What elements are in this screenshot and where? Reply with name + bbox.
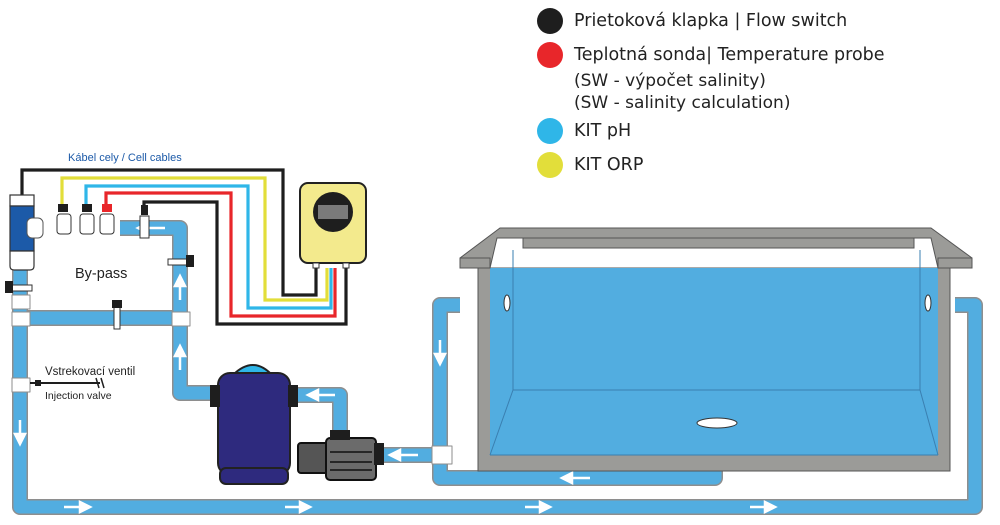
bypass-valve-left <box>5 281 33 293</box>
legend-item-kit-orp: KIT ORP <box>537 150 885 180</box>
cell-cables <box>20 168 348 326</box>
arrow-icon <box>172 273 188 300</box>
legend-label: KIT ORP <box>574 155 644 175</box>
arrow-icon <box>305 387 335 403</box>
legend-item-kit-ph: KIT pH <box>537 116 885 146</box>
arrow-icon <box>387 447 418 463</box>
arrow-icon <box>12 420 28 447</box>
return-inlet-right <box>924 294 932 312</box>
bypass-valve-right <box>167 255 194 267</box>
swimming-pool <box>459 227 973 472</box>
cell-cables-label: Kábel cely / Cell cables <box>68 152 182 164</box>
legend-sublabel: (SW - výpočet salinity) <box>574 71 766 91</box>
main-drain <box>696 417 738 429</box>
legend-label: Teplotná sonda| Temperature probe <box>574 45 885 65</box>
cable-black-flow <box>142 200 348 326</box>
arrow-icon <box>750 499 778 515</box>
injection-valve-label-en: Injection valve <box>45 390 112 402</box>
legend-sublabel: (SW - salinity calculation) <box>574 93 791 113</box>
suction-pipe <box>433 298 722 485</box>
cable-blue <box>84 184 333 310</box>
arrow-icon <box>432 340 448 367</box>
arrow-icon <box>64 499 93 515</box>
sand-filter <box>210 364 298 485</box>
blue-dot-icon <box>537 118 563 144</box>
legend: Prietoková klapka | Flow switch Teplotná… <box>537 6 885 180</box>
black-dot-icon <box>537 8 563 34</box>
salt-cell <box>9 194 44 271</box>
pump <box>297 430 384 481</box>
legend-item-temperature-probe: Teplotná sonda| Temperature probe <box>537 40 885 70</box>
bypass-label: By-pass <box>75 266 128 282</box>
sensor-fittings <box>56 204 150 239</box>
cable-black-cell <box>20 168 318 297</box>
legend-item-flow-switch: Prietoková klapka | Flow switch <box>537 6 885 36</box>
arrow-icon <box>525 499 553 515</box>
injection-valve <box>30 377 105 389</box>
red-dot-icon <box>537 42 563 68</box>
arrow-icon <box>172 343 188 370</box>
legend-label: Prietoková klapka | Flow switch <box>574 11 848 31</box>
controller-unit <box>299 182 367 269</box>
bypass-valve-middle <box>112 300 122 330</box>
skimmer-left <box>503 294 511 312</box>
cable-yellow <box>60 176 329 302</box>
ph-sensor <box>79 204 95 235</box>
flow-switch-sensor <box>139 205 150 239</box>
legend-label: KIT pH <box>574 121 632 141</box>
arrow-icon <box>559 470 590 486</box>
temperature-sensor <box>99 204 115 235</box>
arrow-icon <box>285 499 313 515</box>
yellow-dot-icon <box>537 152 563 178</box>
valves <box>5 255 194 389</box>
cable-red <box>104 191 337 318</box>
orp-sensor <box>56 204 72 235</box>
injection-valve-label-sk: Vstrekovací ventil <box>45 366 136 378</box>
